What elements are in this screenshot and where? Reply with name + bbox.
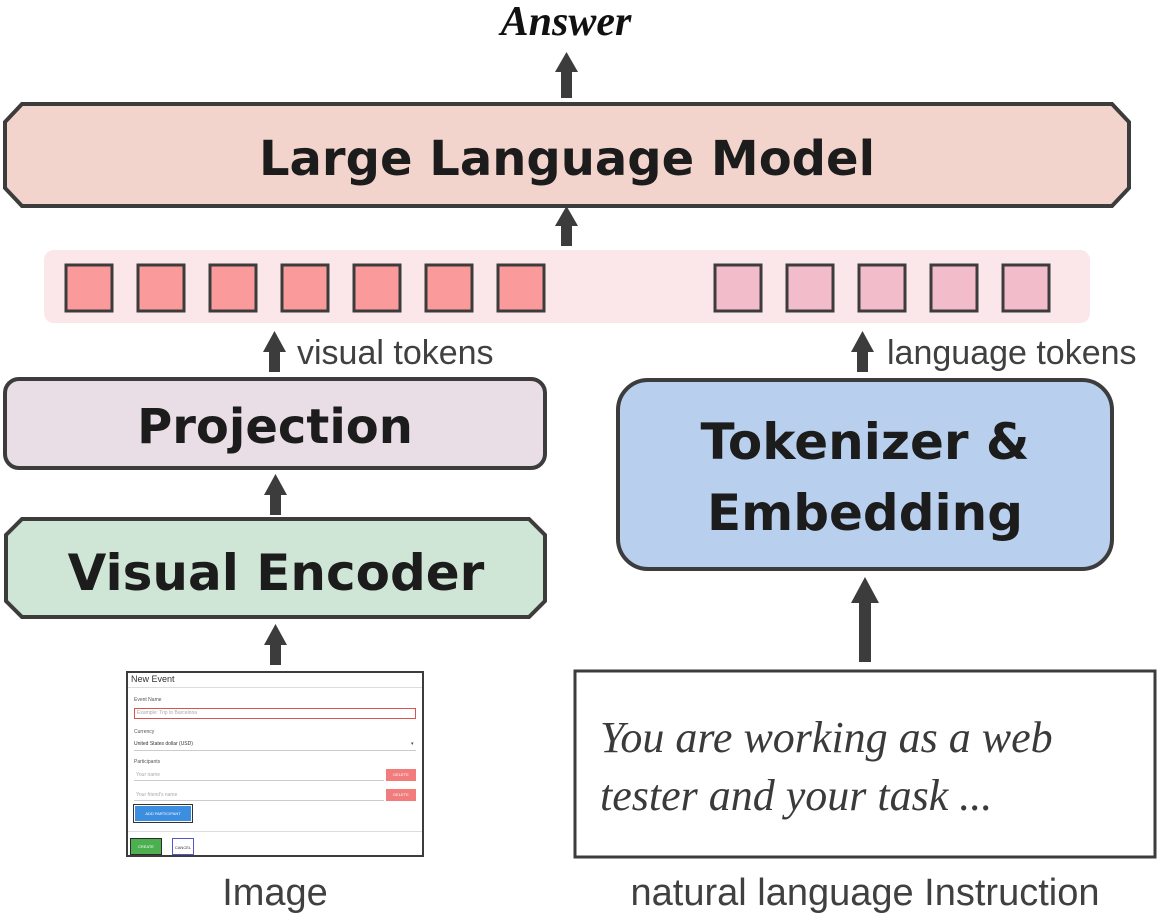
language-token-group xyxy=(713,263,1051,313)
mini-form-title: New Event xyxy=(131,674,175,684)
instruction-text-line2: tester and your task ... xyxy=(600,771,992,820)
mini-your-name-placeholder: Your name xyxy=(136,772,160,778)
mini-participants-label: Participants xyxy=(134,759,161,765)
arrow-instruction-to-tokenizer xyxy=(851,577,879,662)
instruction-text-line1: You are working as a web xyxy=(600,713,1053,762)
visual-token xyxy=(208,263,258,313)
visual-tokens-label: visual tokens xyxy=(297,334,494,372)
mini-event-name-label: Event Name xyxy=(134,697,162,703)
mini-title-divider xyxy=(128,687,422,688)
arrow-projection-to-tokens xyxy=(263,331,286,372)
mini-currency-label: Currency xyxy=(134,729,155,735)
arrow-encoder-to-projection xyxy=(264,474,287,515)
arrow-tokens-to-llm xyxy=(555,206,578,246)
language-token xyxy=(713,263,763,313)
mini-currency-caret-icon: ▾ xyxy=(411,741,414,747)
mini-friend-name-placeholder: Your friend's name xyxy=(136,792,178,798)
mini-event-name-placeholder: Example: Trip to Barcelona xyxy=(137,710,198,716)
language-token xyxy=(785,263,835,313)
mini-currency-underline xyxy=(134,750,416,751)
mini-your-name-underline xyxy=(134,780,384,781)
arrow-llm-to-answer xyxy=(555,52,578,98)
instruction-box xyxy=(573,669,1157,859)
mini-create-button: CREATE xyxy=(130,838,162,855)
mini-friend-name-underline xyxy=(134,800,384,801)
mini-cancel-button: CANCEL xyxy=(172,838,194,855)
tokenizer-label-line1: Tokenizer & xyxy=(700,413,1029,471)
mini-footer-divider xyxy=(128,831,422,832)
mini-add-participant-button: ADD PARTICIPANT xyxy=(133,804,193,823)
arrow-image-to-encoder xyxy=(264,624,287,665)
visual-encoder-label: Visual Encoder xyxy=(68,544,485,602)
visual-token xyxy=(352,263,402,313)
projection-box xyxy=(3,377,547,470)
visual-token xyxy=(136,263,186,313)
visual-encoder-box xyxy=(4,517,547,619)
visual-token xyxy=(280,263,330,313)
visual-token-group xyxy=(64,263,546,313)
llm-box xyxy=(3,102,1131,208)
llm-label: Large Language Model xyxy=(259,131,875,187)
language-token xyxy=(1001,263,1051,313)
image-label: Image xyxy=(222,872,328,914)
instruction-label: natural language Instruction xyxy=(631,872,1100,914)
tokenizer-label-line2: Embedding xyxy=(707,484,1023,542)
tokenizer-box xyxy=(616,378,1114,571)
language-token xyxy=(857,263,907,313)
mini-currency-value: United States dollar (USD) xyxy=(134,741,193,747)
language-token xyxy=(929,263,979,313)
visual-token xyxy=(64,263,114,313)
language-tokens-label: language tokens xyxy=(887,334,1137,372)
arrow-tokenizer-to-tokens xyxy=(851,331,874,372)
projection-label: Projection xyxy=(137,399,413,455)
mini-event-name-input xyxy=(134,708,416,719)
answer-label: Answer xyxy=(498,0,632,45)
mini-delete-button-2: DELETE xyxy=(386,789,416,801)
visual-token xyxy=(496,263,546,313)
visual-token xyxy=(424,263,474,313)
mini-delete-button-1: DELETE xyxy=(386,769,416,781)
image-input-screenshot: New Event Event Name Example: Trip to Ba… xyxy=(126,671,424,857)
